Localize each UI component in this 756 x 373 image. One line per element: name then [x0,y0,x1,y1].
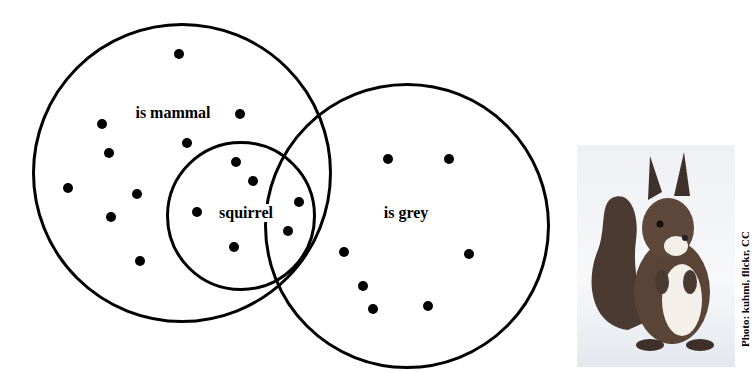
set-circle: is grey [264,83,550,369]
element-dot [174,49,184,59]
set-circle: squirrel is mammal [32,23,332,323]
element-dot [444,154,454,164]
element-dot [97,119,107,129]
element-dot [231,157,241,167]
circle-outline [168,143,315,290]
label-holder: Photo: kuhmi, flickr, CC [687,279,756,291]
element-dot [464,249,474,259]
squirrel-chin [664,236,688,256]
squirrel-belly [662,264,702,336]
element-dots [63,49,474,314]
circle-outline [266,85,549,368]
photo-credit: Photo: kuhmi, flickr, CC [739,231,751,347]
element-dot [283,226,293,236]
squirrel-paw [655,270,669,294]
photo-background [577,145,735,367]
squirrel-photo [577,145,735,367]
element-dot [106,212,116,222]
element-dot [383,154,393,164]
set-label: is mammal [133,104,212,122]
label-holder: is mammal [133,104,212,122]
element-dot [294,197,304,207]
circle-outline [34,25,331,322]
element-dot [229,242,239,252]
element-dot [339,247,349,257]
squirrel-eye [657,221,664,228]
element-dot [423,301,433,311]
squirrel-ear [648,156,662,200]
squirrel-paw [683,270,697,294]
squirrel-foot [636,339,664,351]
element-dot [63,183,73,193]
element-dot [368,304,378,314]
set-circle: squirrel [166,141,316,291]
squirrel-foot [686,339,714,351]
circle-outline [264,83,550,369]
element-dot [192,207,202,217]
element-dot [132,189,142,199]
squirrel-head [642,198,694,258]
set-label: is grey [382,204,431,222]
element-dot [182,138,192,148]
set-label: squirrel [217,204,275,222]
label-holder: squirrel [217,204,275,222]
squirrel-ear [674,152,690,196]
label-holder: is grey [382,204,431,222]
element-dot [358,281,368,291]
element-dot [135,256,145,266]
element-dot [235,109,245,119]
squirrel-nose [682,235,688,241]
element-dot [248,176,258,186]
element-dot [104,148,114,158]
